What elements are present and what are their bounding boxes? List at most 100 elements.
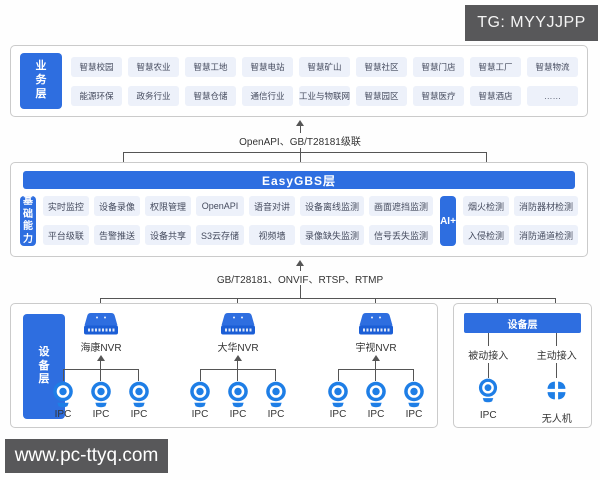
ai-detection-chip: 消防器材检测 xyxy=(513,196,578,216)
ai-chip-grid: 烟火检测消防器材检测入侵检测消防通道检测 xyxy=(462,196,578,246)
business-chip: 智慧仓储 xyxy=(184,85,236,106)
connector-line xyxy=(556,333,558,346)
access-columns: 被动接入 IPC 主动接入 无 xyxy=(454,333,591,425)
ai-detection-chip: 入侵检测 xyxy=(462,225,509,245)
arrow-up-icon xyxy=(296,120,304,126)
ipc-camera: IPC xyxy=(182,381,218,420)
ipc-camera-label: IPC xyxy=(405,409,423,420)
ipc-camera-label: IPC xyxy=(229,409,247,420)
ai-plus-box: AI+ xyxy=(440,196,456,246)
connector-line xyxy=(138,369,139,381)
connector-line xyxy=(300,266,301,271)
ipc-camera: IPC xyxy=(258,381,294,420)
arrow-up-icon xyxy=(234,355,242,361)
ipc-camera: IPC xyxy=(320,381,356,420)
nvr-connector xyxy=(320,355,432,381)
capability-chip: S3云存储 xyxy=(195,225,244,245)
connector-line xyxy=(556,363,558,378)
ipc-camera-icon xyxy=(328,381,348,408)
business-chip: 智慧园区 xyxy=(356,85,407,106)
device-layer-panel: 设备层 海康NVR xyxy=(10,303,438,428)
ipc-camera-icon xyxy=(228,381,248,408)
connector-line xyxy=(487,363,489,378)
capability-chip: 平台级联 xyxy=(42,225,89,245)
ipc-camera: IPC xyxy=(121,381,157,420)
ipc-camera-icon xyxy=(366,381,386,408)
ipc-camera-label: IPC xyxy=(130,409,148,420)
ai-detection-chip: 烟火检测 xyxy=(462,196,509,216)
capability-chip: 语音对讲 xyxy=(248,196,295,216)
access-column: 主动接入 无人机 xyxy=(523,333,592,425)
ipc-camera-label: IPC xyxy=(92,409,110,420)
ipc-camera-label: IPC xyxy=(329,409,347,420)
connector-line xyxy=(338,369,414,370)
business-layer-label: 业务层 xyxy=(20,53,62,109)
connector-line xyxy=(300,148,301,171)
capability-chip: 设备离线监测 xyxy=(300,196,365,216)
nvr-name: 大华NVR xyxy=(217,343,259,354)
access-column: 被动接入 IPC xyxy=(454,333,523,425)
easygbs-bar: EasyGBS层 xyxy=(23,171,575,189)
camera-row: IPC IPC IPC xyxy=(320,381,432,420)
business-chip: 智慧校园 xyxy=(71,56,122,77)
nvr-name: 宇视NVR xyxy=(355,343,397,354)
ipc-camera-icon xyxy=(190,381,210,408)
ipc-camera: IPC xyxy=(83,381,119,420)
connector-line xyxy=(123,152,487,153)
ipc-camera-icon xyxy=(53,381,73,408)
business-chip: 能源环保 xyxy=(71,85,122,106)
arrow-up-icon xyxy=(97,355,105,361)
connector-line xyxy=(200,369,276,370)
watermark: www.pc-ttyq.com xyxy=(5,439,168,473)
nvr-connector xyxy=(45,355,157,381)
arrow-up-icon xyxy=(372,355,380,361)
connector-line xyxy=(100,360,101,369)
connector-line xyxy=(300,126,301,133)
connector-bus-line xyxy=(100,298,556,299)
telegram-badge-text: TG: MYYJJPP xyxy=(477,14,586,31)
ipc-camera: IPC xyxy=(220,381,256,420)
business-chip: 通信行业 xyxy=(241,85,293,106)
connector-line xyxy=(300,285,301,298)
watermark-text: www.pc-ttyq.com xyxy=(14,445,159,466)
access-panel-header: 设备层 xyxy=(464,313,581,333)
connector-top-label: OpenAPI、GB/T28181级联 xyxy=(239,137,361,148)
capability-chip: 设备共享 xyxy=(144,225,191,245)
ipc-camera-label: IPC xyxy=(367,409,385,420)
ipc-camera-icon xyxy=(91,381,111,408)
access-mode-label: 被动接入 xyxy=(468,351,509,362)
connector-line xyxy=(487,333,489,346)
capability-chip: 权限管理 xyxy=(144,196,191,216)
access-mode-label: 主动接入 xyxy=(536,351,577,362)
ipc-camera-icon xyxy=(266,381,286,408)
telegram-badge: TG: MYYJJPP xyxy=(465,5,598,41)
business-chip: 智慧酒店 xyxy=(470,85,521,106)
business-chip: …… xyxy=(527,85,578,106)
ipc-camera-icon xyxy=(479,378,498,403)
ipc-camera-label: IPC xyxy=(54,409,72,420)
connector-line xyxy=(413,369,414,381)
connector-line xyxy=(237,369,238,381)
nvr-recorder-icon xyxy=(221,313,255,335)
ipc-camera-label: IPC xyxy=(191,409,209,420)
business-layer-panel: 业务层 智慧校园智慧农业智慧工地智慧电站智慧矿山智慧社区智慧门店智慧工厂智慧物流… xyxy=(10,45,588,117)
connector-line xyxy=(275,369,276,381)
connector-bottom-label: GB/T28181、ONVIF、RTSP、RTMP xyxy=(216,275,384,286)
business-chip-grid: 智慧校园智慧农业智慧工地智慧电站智慧矿山智慧社区智慧门店智慧工厂智慧物流能源环保… xyxy=(71,56,578,106)
connector-line xyxy=(63,369,139,370)
connector-line xyxy=(100,369,101,381)
business-chip: 智慧工地 xyxy=(184,56,236,77)
business-chip: 工业与物联网 xyxy=(298,85,350,106)
business-chip: 智慧工厂 xyxy=(470,56,521,77)
capability-chip: 视频墙 xyxy=(248,225,295,245)
capability-chip: 画面遮挡监测 xyxy=(369,196,434,216)
business-chip: 智慧医疗 xyxy=(413,85,464,106)
camera-row: IPC IPC IPC xyxy=(45,381,157,420)
ipc-camera: IPC xyxy=(396,381,432,420)
capability-chip: 录像缺失监测 xyxy=(300,225,365,245)
drone-icon xyxy=(547,381,566,400)
